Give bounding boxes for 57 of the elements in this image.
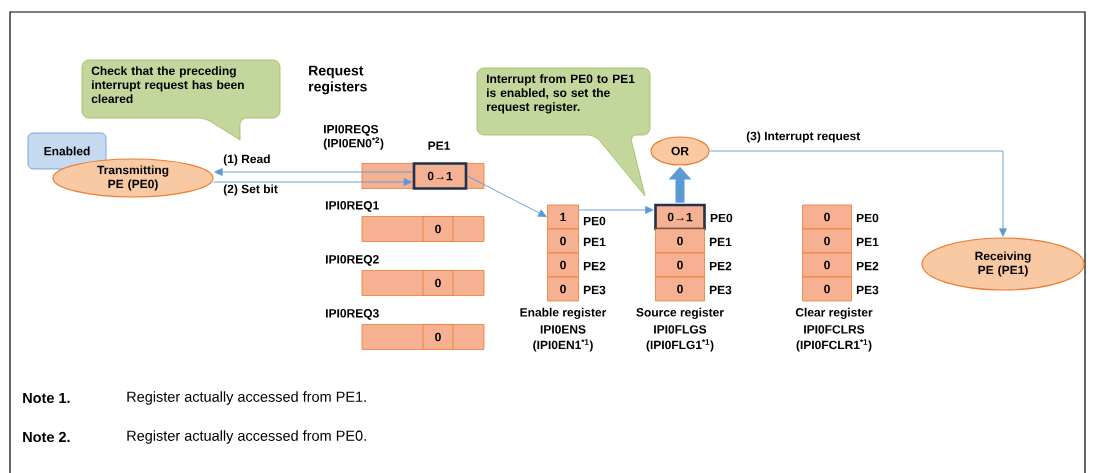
register-cell: 0→1 <box>654 203 706 231</box>
note-label: Note 1. <box>23 392 70 404</box>
register-cell: 0 <box>547 252 579 278</box>
register-caption: Enable register <box>520 307 607 319</box>
edge-label: (2) Set bit <box>222 183 279 197</box>
register-cell: 0 <box>547 276 579 302</box>
register-caption: (IPI0FLG1$^{*1}$) <box>646 339 714 352</box>
register-label: IPI0REQ2 <box>326 255 379 266</box>
register-cell: 0 <box>802 252 852 278</box>
bit-label: PE2 <box>709 261 732 271</box>
note-text: Register actually accessed from PE0. <box>127 430 366 444</box>
register-cell: 0 <box>655 252 705 278</box>
bit-label: PE1 <box>856 237 879 247</box>
arrow <box>213 178 413 186</box>
bit-label: PE3 <box>709 285 732 295</box>
register-cell: 0 <box>655 276 705 302</box>
register-caption: (IPI0EN1$^{*1}$) <box>533 339 593 352</box>
register-label: IPI0REQS (IPI0EN0$^{*2}$) <box>323 124 384 150</box>
register-cell: 0 <box>547 228 579 254</box>
register-cell: 0 <box>422 216 454 242</box>
register-cell: 0 <box>802 228 852 254</box>
bit-label: PE0 <box>856 213 879 223</box>
bit-label: PE3 <box>583 285 606 295</box>
register-caption: Request registers <box>309 65 367 95</box>
bit-label: PE2 <box>856 261 879 271</box>
register-caption: IPI0ENS <box>540 325 586 334</box>
register-cell: 0 <box>422 270 454 296</box>
bit-label: PE2 <box>583 261 606 271</box>
register-caption: (IPI0FCLR1$^{*1}$) <box>796 339 872 352</box>
register-label: IPI0REQ1 <box>326 201 379 212</box>
register-caption: Clear register <box>795 307 873 319</box>
bit-label: PE1 <box>583 237 606 247</box>
arrow <box>709 150 1007 237</box>
callout-bubble: Check that the preceding interrupt request has been cleared <box>81 59 281 141</box>
bit-label: PE3 <box>856 285 879 295</box>
register-caption: IPI0FCLRS <box>804 325 865 334</box>
register-caption: IPI0FLGS <box>654 325 707 334</box>
note-text: Register actually accessed from PE1. <box>127 391 366 405</box>
register-caption: Source register <box>636 307 724 319</box>
arrow <box>578 206 654 214</box>
bit-label: PE1 <box>709 237 732 247</box>
register-cell: 0 <box>802 276 852 302</box>
arrow <box>214 168 414 176</box>
register-label: PE1 <box>428 141 450 150</box>
register-cell: 0 <box>655 228 705 254</box>
edge-label: (1) Read <box>222 153 272 167</box>
edge-label: (3) Interrupt request <box>745 130 862 144</box>
bit-label: PE0 <box>710 213 733 223</box>
bit-label: PE0 <box>583 216 606 226</box>
note-label: Note 2. <box>23 431 70 443</box>
register-cell: 0 <box>802 204 852 230</box>
register-cell: 0→1 <box>412 162 468 190</box>
arrow <box>466 175 547 217</box>
register-label: IPI0REQ3 <box>326 309 379 320</box>
register-cell: 0 <box>422 324 454 350</box>
callout-bubble: Interrupt from PE0 to PE1 is enabled, so set the request register. <box>476 67 651 197</box>
register-cell: 1 <box>547 204 579 230</box>
